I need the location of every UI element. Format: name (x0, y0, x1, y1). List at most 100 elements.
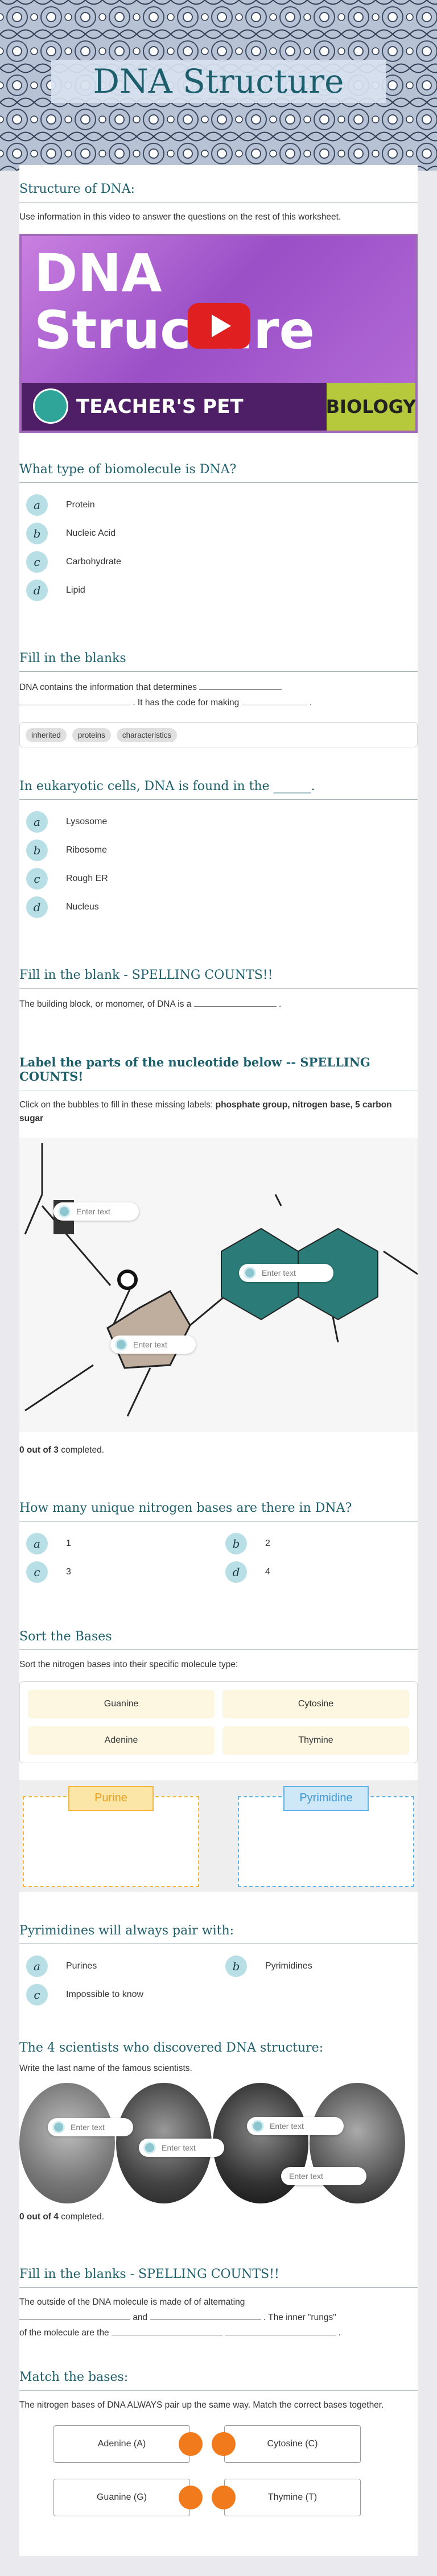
question-heading: Label the parts of the nucleotide below … (19, 1055, 418, 1090)
choice-letter-bubble[interactable]: b (225, 1955, 247, 1977)
match-connector-dot[interactable] (212, 2432, 236, 2456)
label-input-sugar[interactable]: Enter text (110, 1335, 196, 1354)
label-bubble-icon (143, 2141, 156, 2154)
choice-letter-bubble[interactable]: a (26, 494, 48, 516)
question-sort-bases: Sort the Bases Sort the nitrogen bases i… (19, 1630, 418, 1892)
worksheet: Structure of DNA: Use information in thi… (19, 165, 418, 2556)
choice-letter-bubble[interactable]: b (26, 522, 48, 544)
blank-input[interactable] (225, 2325, 336, 2335)
scientist-name-input[interactable]: Enter text (281, 2166, 366, 2185)
scientist-photo (310, 2082, 405, 2203)
completion-status: 0 out of 3 completed. (19, 1444, 418, 1458)
blank-input[interactable] (199, 680, 282, 690)
sort-card[interactable]: Guanine (28, 1689, 215, 1718)
label-bubble-icon (58, 1205, 71, 1218)
match-item-left[interactable]: Adenine (A) (53, 2425, 190, 2463)
choice-letter-bubble[interactable]: c (26, 1561, 48, 1583)
play-button[interactable] (188, 303, 250, 349)
match-connector-dot[interactable] (179, 2432, 203, 2456)
choice-label: 1 (66, 1538, 71, 1548)
word-chip[interactable]: inherited (26, 727, 67, 742)
section-text: Sort the nitrogen bases into their speci… (19, 1659, 238, 1669)
match-item-left[interactable]: Guanine (G) (53, 2478, 190, 2516)
scientist-name-input[interactable]: Enter text (48, 2118, 133, 2136)
blank-input[interactable] (193, 997, 277, 1007)
fill-text-part: The outside of the DNA molecule is made … (19, 2297, 245, 2308)
match-connector-dot[interactable] (212, 2485, 236, 2509)
fill-text-part: . (279, 999, 282, 1010)
question-monomer: Fill in the blank - SPELLING COUNTS!! Th… (19, 968, 418, 1012)
match-connector-dot[interactable] (179, 2485, 203, 2509)
video-title-line1: DNA (34, 242, 162, 304)
nucleotide-diagram: Enter text Enter text Enter text (19, 1138, 418, 1433)
choice-letter-bubble[interactable]: b (225, 1532, 247, 1554)
hexagon-base (298, 1228, 378, 1321)
choice-letter-bubble[interactable]: c (26, 551, 48, 573)
sort-card[interactable]: Adenine (28, 1726, 215, 1755)
scientist-photos: Enter text Enter text Enter text Enter t… (19, 2082, 418, 2203)
label-input-base[interactable]: Enter text (239, 1264, 333, 1283)
choice-letter-bubble[interactable]: d (26, 896, 48, 919)
blank-input[interactable] (112, 2325, 222, 2335)
word-chip[interactable]: proteins (72, 727, 111, 742)
question-heading: The 4 scientists who discovered DNA stru… (19, 2040, 324, 2055)
choice-letter-bubble[interactable]: a (26, 811, 48, 833)
video-bottom-bar: TEACHER'S PET BIOLOGY (22, 382, 415, 431)
sort-card[interactable]: Cytosine (222, 1689, 409, 1718)
fill-text-part: The building block, or monomer, of DNA i… (19, 999, 192, 1010)
choice-letter-bubble[interactable]: c (26, 868, 48, 890)
question-nitrogen-bases: How many unique nitrogen bases are there… (19, 1501, 418, 1586)
sort-card[interactable]: Thymine (222, 1726, 409, 1755)
scientist-name-input[interactable]: Enter text (247, 2116, 344, 2135)
word-bank: inherited proteins characteristics (19, 722, 418, 748)
label-input-phosphate[interactable]: Enter text (53, 1202, 139, 1221)
placeholder-text: Enter text (71, 2122, 105, 2132)
section-text: Use information in this video to answer … (19, 212, 341, 222)
blank-input[interactable] (19, 2310, 130, 2321)
fill-text-part: . It has the code for making (133, 697, 240, 708)
fill-text-part: . (338, 2327, 341, 2338)
placeholder-text: Enter text (270, 2121, 304, 2131)
question-heading: Sort the Bases (19, 1630, 418, 1650)
sort-card-area: Guanine Cytosine Adenine Thymine (19, 1681, 418, 1763)
question-heading: In eukaryotic cells, DNA is found in the… (19, 779, 418, 800)
choice-letter-bubble[interactable]: a (26, 1955, 48, 1977)
match-item-right[interactable]: Thymine (T) (224, 2478, 361, 2516)
scientist-name-input[interactable]: Enter text (139, 2138, 224, 2157)
avatar (33, 388, 68, 424)
choice-letter-bubble[interactable]: d (26, 579, 48, 601)
match-item-right[interactable]: Cytosine (C) (224, 2425, 361, 2463)
completion-text: completed. (58, 2211, 105, 2222)
video-thumbnail[interactable]: DNA Structure TEACHER'S PET BIOLOGY (19, 233, 418, 433)
page-title: DNA Structure (93, 62, 344, 101)
placeholder-text: Enter text (162, 2143, 196, 2152)
header-banner: DNA Structure (0, 0, 437, 171)
choice-letter-bubble[interactable]: b (26, 840, 48, 862)
choice-letter-bubble[interactable]: d (225, 1561, 247, 1583)
word-chip[interactable]: characteristics (116, 727, 178, 742)
choice-letter-bubble[interactable]: c (26, 1983, 48, 2006)
blank-input[interactable] (150, 2310, 261, 2321)
blank-input[interactable] (241, 695, 307, 705)
choice-letter-bubble[interactable]: a (26, 1532, 48, 1554)
instructions-text: Click on the bubbles to fill in these mi… (19, 1099, 216, 1110)
blank-input[interactable] (19, 695, 130, 705)
choice-label: 2 (265, 1538, 270, 1548)
